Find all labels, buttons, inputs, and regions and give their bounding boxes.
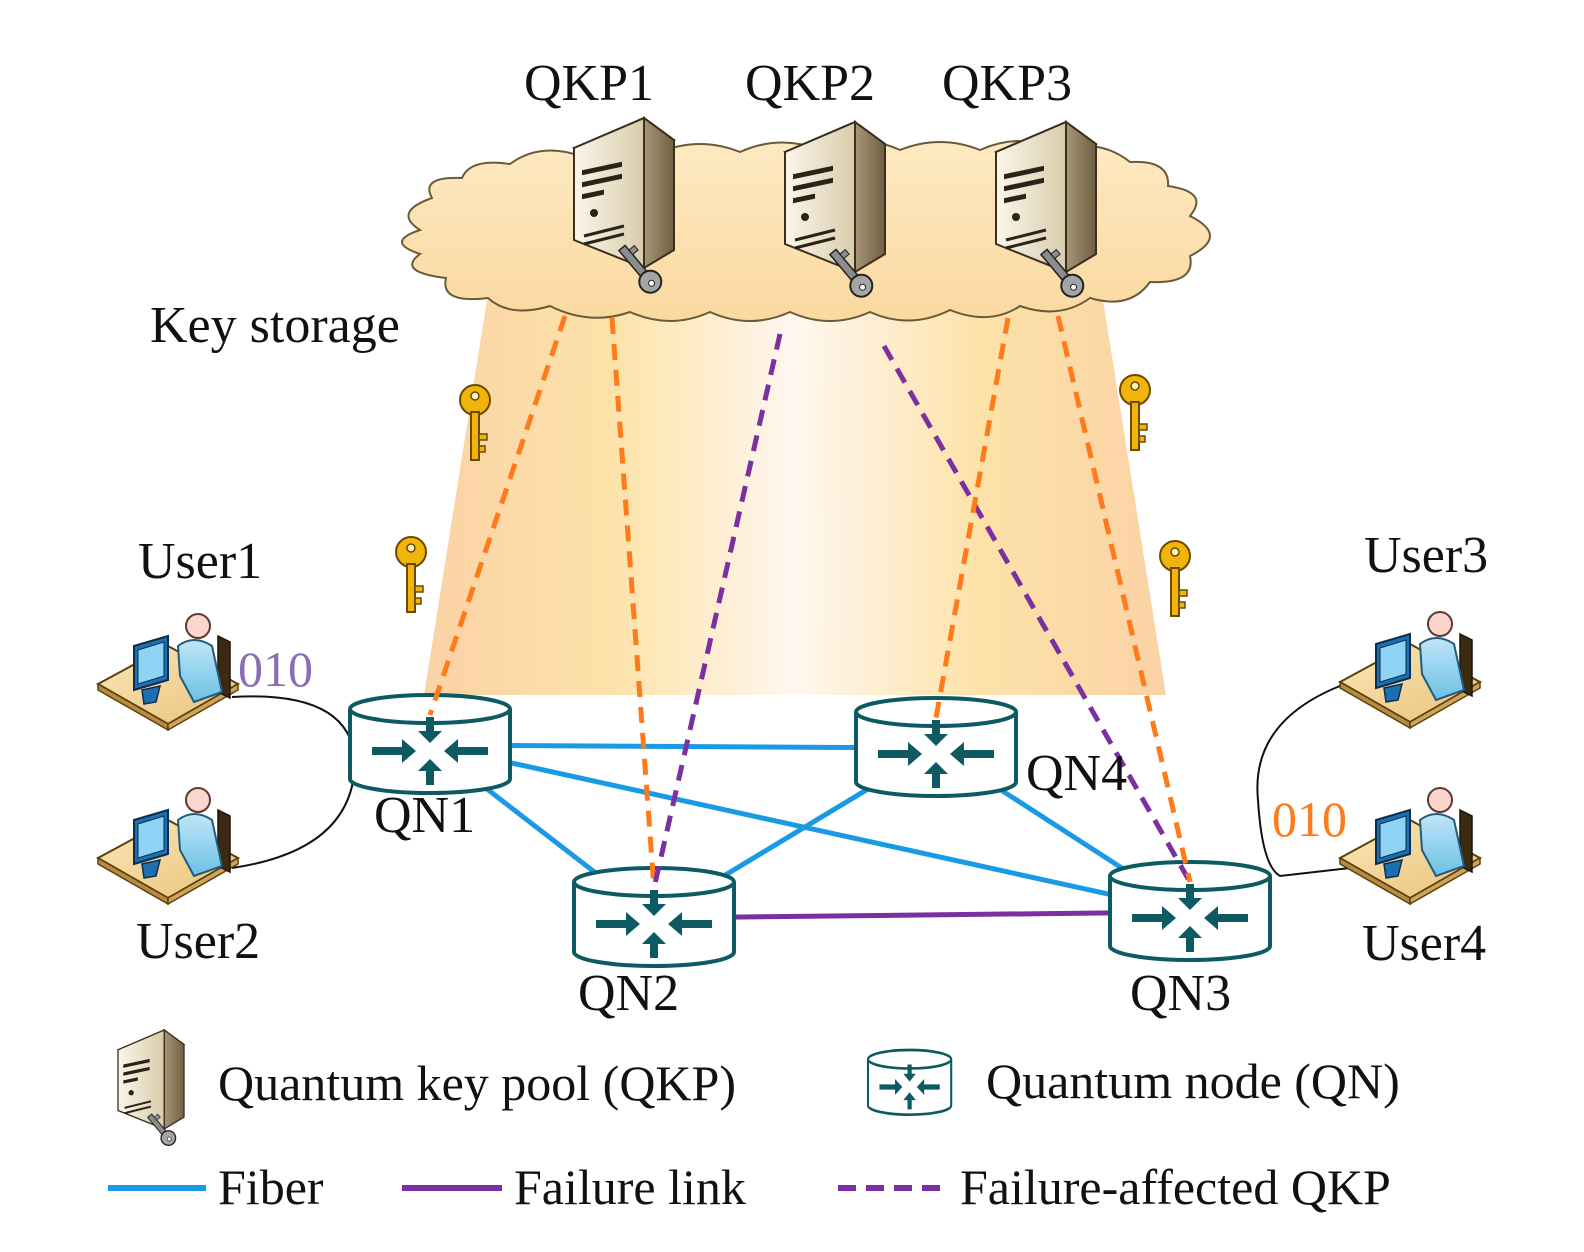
qn3-label: QN3 xyxy=(1130,965,1231,1022)
qn2-node-icon xyxy=(572,866,736,968)
key-icon xyxy=(395,536,427,613)
bits-left: 010 xyxy=(238,641,313,697)
qn2-label: QN2 xyxy=(578,965,679,1022)
user3-icon xyxy=(1339,611,1481,729)
user1-label: User1 xyxy=(138,533,262,590)
user-connection-left xyxy=(231,695,357,869)
qkp-link-qkp1-qn2 xyxy=(609,317,657,889)
bits-right: 010 xyxy=(1272,791,1347,847)
qkp3-label: QKP3 xyxy=(942,55,1072,112)
legend-affected-label: Failure-affected QKP xyxy=(960,1159,1391,1215)
user-connection-right xyxy=(1256,683,1351,878)
legend-qn-icon xyxy=(866,1048,953,1117)
qkp-link-qkp3-qn3 xyxy=(1055,315,1193,883)
user4-label: User4 xyxy=(1362,915,1486,972)
user1-icon xyxy=(97,613,239,731)
legend-qkp-icon xyxy=(117,1029,185,1150)
key-relay-beam xyxy=(424,300,1166,695)
legend-fiber-label: Fiber xyxy=(218,1159,324,1215)
legend-qkp-label: Quantum key pool (QKP) xyxy=(218,1055,736,1111)
qn1-label: QN1 xyxy=(374,787,475,844)
legend: Quantum key pool (QKP) Quantum node (QN)… xyxy=(108,1029,1400,1215)
user2-label: User2 xyxy=(136,913,260,970)
user2-icon xyxy=(97,787,239,905)
qkp-link-qkp3-qn4 xyxy=(933,317,1011,719)
failure-link-qn2-qn3 xyxy=(653,909,1191,921)
user3-label: User3 xyxy=(1364,527,1488,584)
qkp1-label: QKP1 xyxy=(524,55,654,112)
fiber-link-qn1-qn4 xyxy=(429,742,937,751)
qkp-link-qkp1-qn1 xyxy=(427,315,568,716)
affected-qkp-link-qkp2-qn2 xyxy=(651,333,783,889)
legend-failure-label: Failure link xyxy=(514,1159,746,1215)
user4-icon xyxy=(1339,787,1481,905)
fiber-link-qn1-qn3 xyxy=(429,742,1191,915)
key-storage-label: Key storage xyxy=(150,297,400,354)
key-icon xyxy=(1159,540,1191,617)
legend-qn-label: Quantum node (QN) xyxy=(986,1053,1400,1109)
qkp2-label: QKP2 xyxy=(745,55,875,112)
qn4-label: QN4 xyxy=(1026,745,1127,802)
